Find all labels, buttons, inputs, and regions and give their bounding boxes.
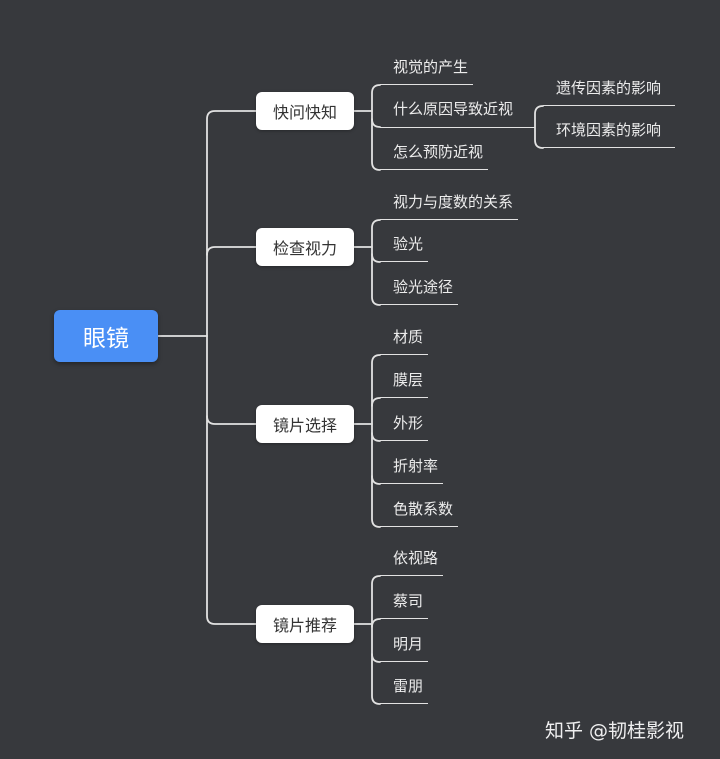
connector-lens-recommendation-trunk	[371, 575, 381, 705]
subtopic-abbe-number: 色散系数	[380, 496, 459, 527]
branch-topic-lens-recommendation: 镜片推荐	[256, 605, 354, 643]
subtopic-brand-rayban: 雷朋	[380, 673, 429, 704]
subtopic-myopia-causes: 什么原因导致近视	[380, 96, 535, 128]
watermark: 知乎 @韧桂影视	[545, 720, 685, 742]
connector-quick-qa-trunk	[371, 84, 381, 171]
subtopic-genetic-factors: 遗传因素的影响	[543, 75, 676, 106]
subtopic-coating: 膜层	[380, 367, 429, 398]
subtopic-optometry-channels: 验光途径	[380, 274, 459, 305]
subtopic-acuity-vs-diopter: 视力与度数的关系	[380, 189, 519, 220]
connector-root-to-lens-recommendation	[206, 335, 257, 625]
connector-lens-recommendation-mid-1	[371, 618, 381, 628]
connector-cause-trunk	[534, 105, 544, 149]
subtopic-brand-zeiss: 蔡司	[380, 588, 429, 619]
connector-lens-selection-mid-2	[371, 432, 381, 442]
connector-eye-exam-mid	[371, 253, 381, 263]
subtopic-brand-essilor: 依视路	[380, 545, 444, 576]
subtopic-refractive-index: 折射率	[380, 453, 444, 484]
subtopic-myopia-prevention: 怎么预防近视	[380, 139, 489, 170]
connector-eye-exam-trunk	[371, 219, 381, 306]
subtopic-shape: 外形	[380, 410, 429, 441]
connector-quick-qa-mid	[371, 118, 381, 128]
connector-lens-selection-mid-1	[371, 397, 381, 407]
connector-root-to-quick-qa	[206, 110, 257, 337]
branch-topic-eye-exam: 检查视力	[256, 228, 354, 266]
connector-root-to-lens-selection	[206, 415, 257, 425]
connector-lens-selection-trunk	[371, 354, 381, 528]
connector-root-to-eye-exam	[206, 246, 257, 256]
connector-lens-selection-mid-3	[371, 475, 381, 485]
subtopic-material: 材质	[380, 324, 429, 355]
subtopic-environment-factors: 环境因素的影响	[543, 117, 676, 148]
connector-lens-recommendation-mid-2	[371, 653, 381, 663]
branch-topic-lens-selection: 镜片选择	[256, 405, 354, 443]
root-topic: 眼镜	[54, 310, 158, 362]
branch-topic-quick-qa: 快问快知	[256, 92, 354, 130]
subtopic-vision-origin: 视觉的产生	[380, 54, 474, 85]
subtopic-optometry: 验光	[380, 231, 429, 262]
subtopic-brand-mingyue: 明月	[380, 631, 429, 662]
